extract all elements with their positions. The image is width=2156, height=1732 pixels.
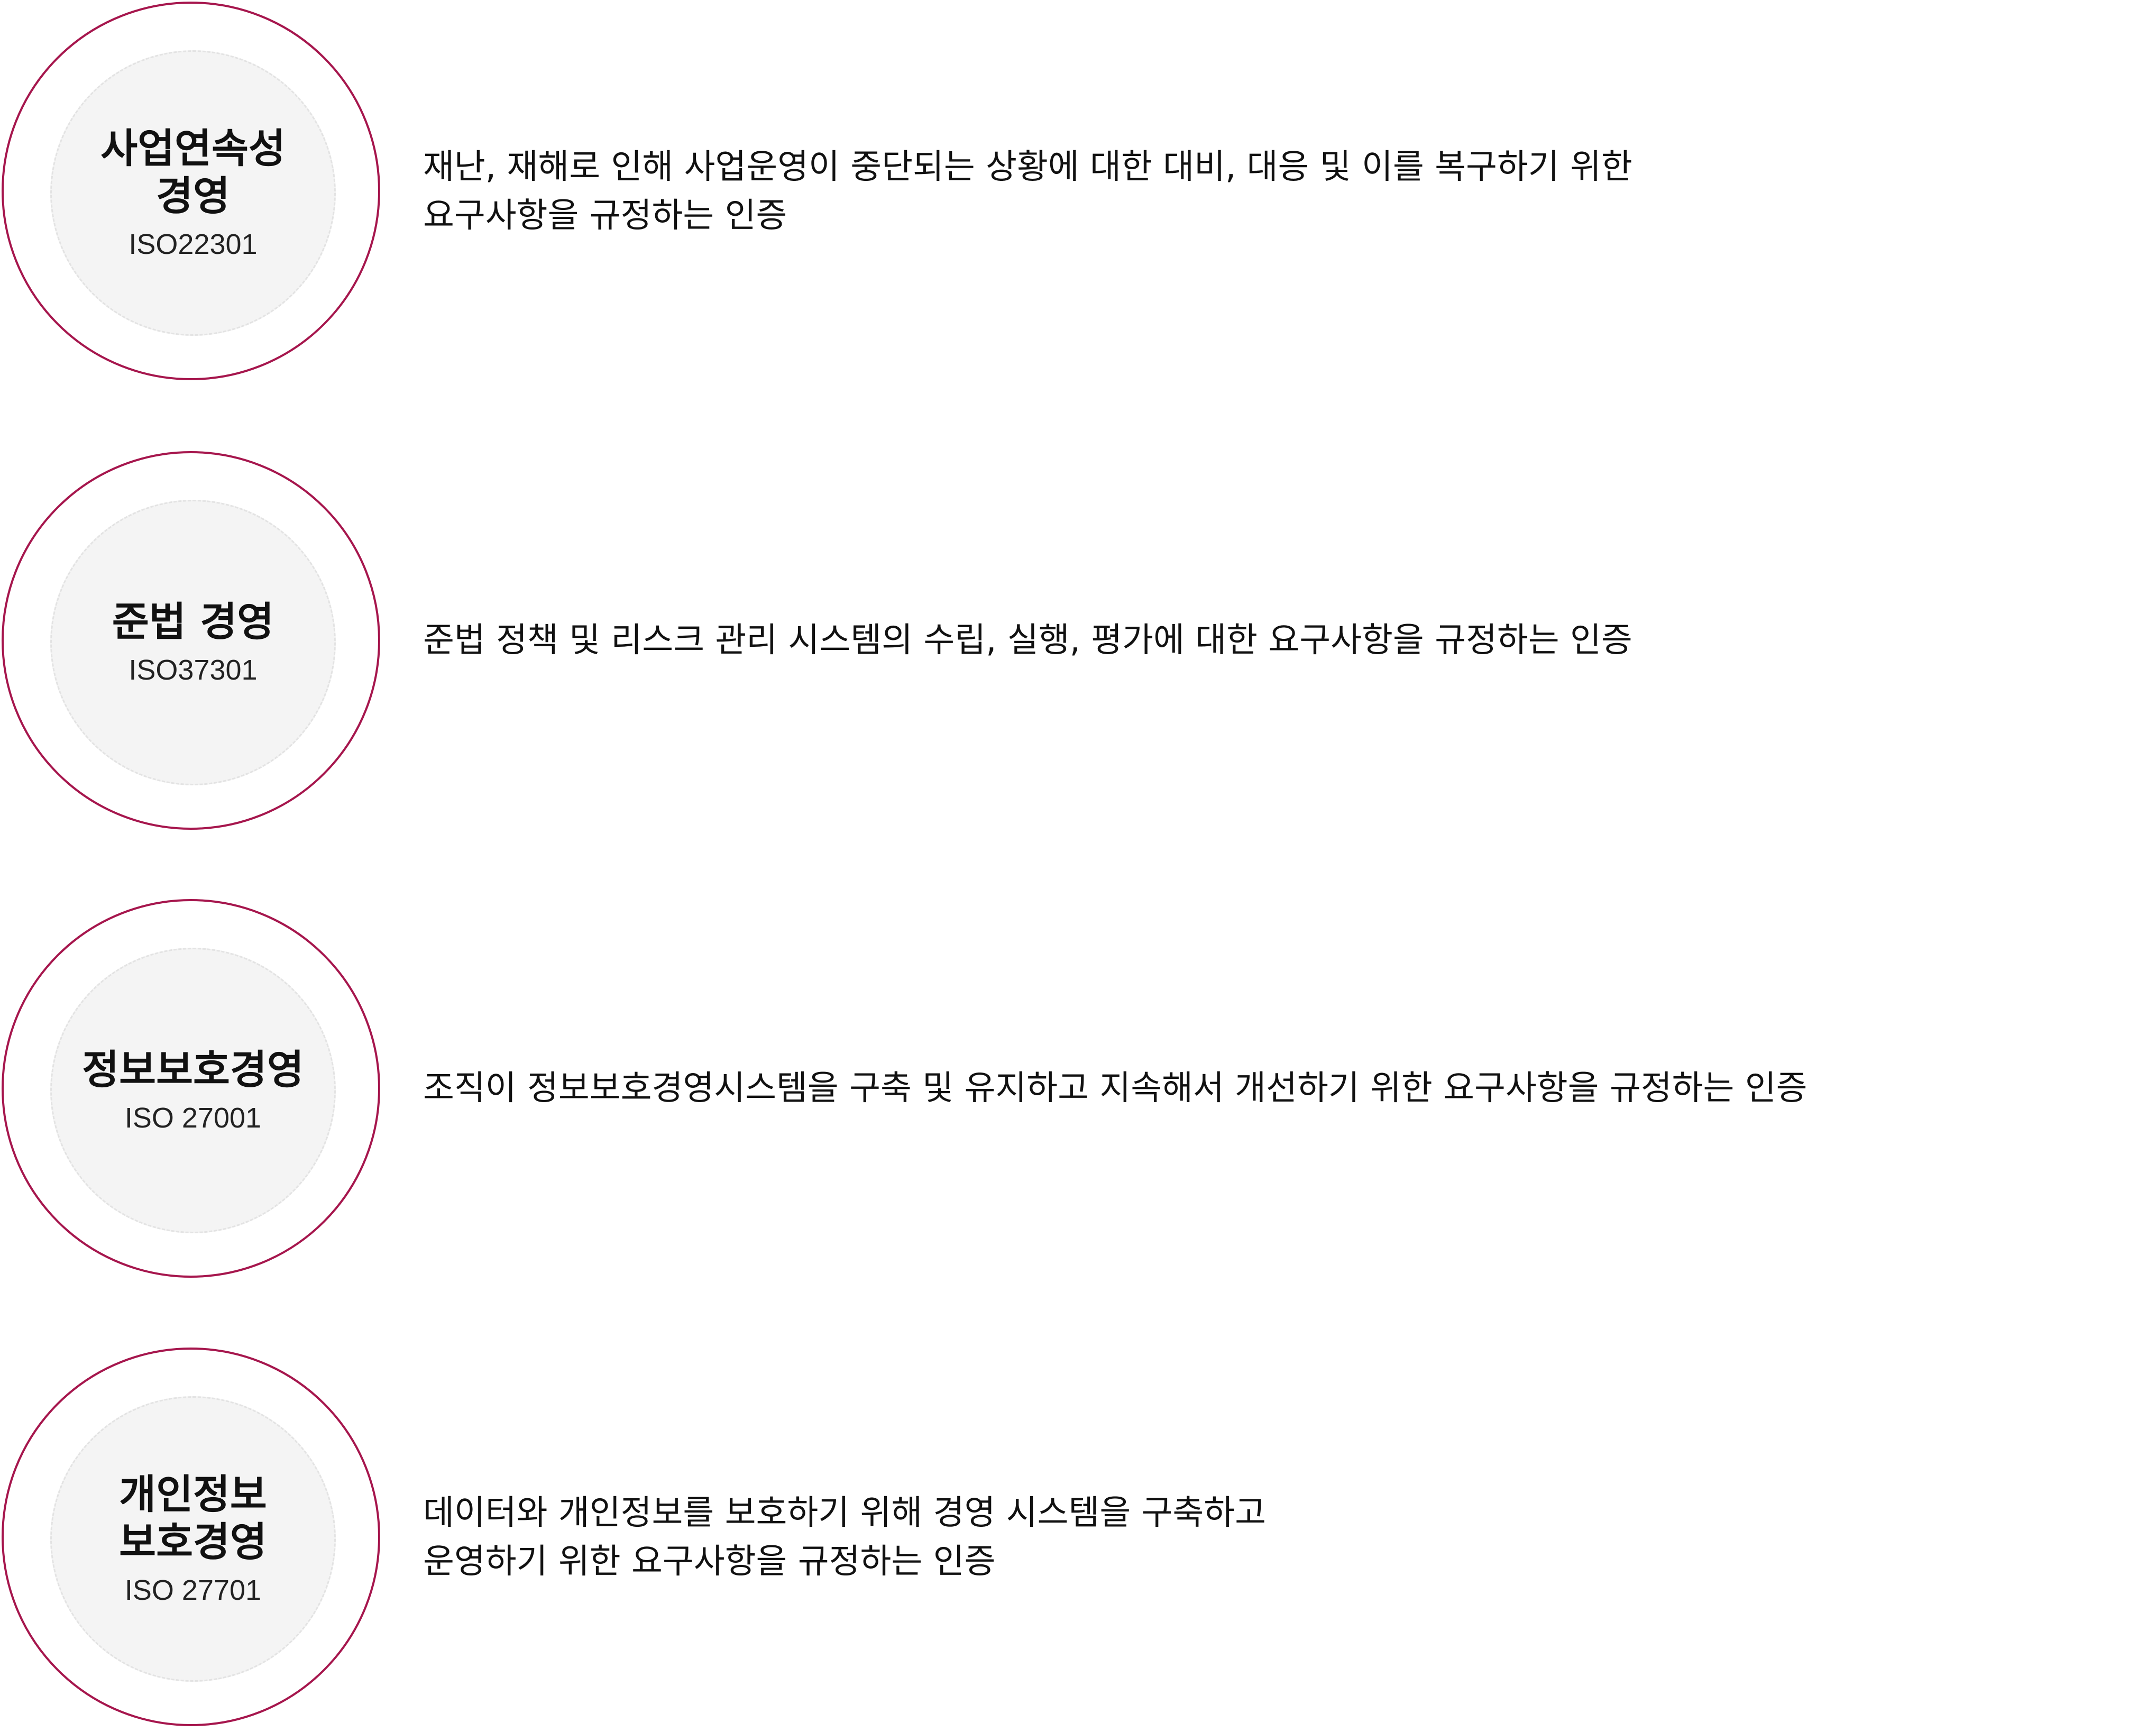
certification-item-compliance: 준법 경영 ISO37301 준법 정책 및 리스크 관리 시스템의 수립, 실…	[0, 450, 2156, 836]
certification-badge-ring: 사업연속성 경영 ISO22301	[2, 2, 380, 380]
certification-name-line: 보호경영	[119, 1518, 267, 1565]
certification-badge-disc: 사업연속성 경영 ISO22301	[50, 50, 336, 336]
certification-name: 개인정보 보호경영	[119, 1471, 267, 1566]
certification-description-line: 조직이 정보보호경영시스템을 구축 및 유지하고 지속해서 개선하기 위한 요구…	[423, 1069, 1808, 1108]
certification-name-line: 경영	[156, 172, 230, 219]
certification-name-line: 정보보호경영	[82, 1046, 304, 1093]
certification-code: ISO 27001	[124, 1102, 262, 1134]
certification-badge-disc: 개인정보 보호경영 ISO 27701	[50, 1396, 336, 1682]
certification-description: 재난, 재해로 인해 사업운영이 중단되는 상황에 대한 대비, 대응 및 이를…	[423, 143, 2089, 240]
certification-description: 준법 정책 및 리스크 관리 시스템의 수립, 실행, 평가에 대한 요구사항을…	[423, 616, 2089, 665]
certification-description-line: 데이터와 개인정보를 보호하기 위해 경영 시스템을 구축하고	[423, 1493, 1267, 1533]
certification-code: ISO22301	[129, 228, 258, 260]
certification-description: 데이터와 개인정보를 보호하기 위해 경영 시스템을 구축하고 운영하기 위한 …	[423, 1489, 2089, 1586]
certification-code: ISO 27701	[124, 1574, 262, 1606]
certification-item-information-security: 정보보호경영 ISO 27001 조직이 정보보호경영시스템을 구축 및 유지하…	[0, 897, 2156, 1284]
certification-code: ISO37301	[129, 654, 258, 686]
certification-item-privacy: 개인정보 보호경영 ISO 27701 데이터와 개인정보를 보호하기 위해 경…	[0, 1346, 2156, 1732]
certification-badge-ring: 정보보호경영 ISO 27001	[2, 899, 380, 1278]
certification-description-line: 운영하기 위한 요구사항을 규정하는 인증	[423, 1542, 996, 1581]
certification-description-line: 요구사항을 규정하는 인증	[423, 196, 787, 235]
certification-badge-disc: 정보보호경영 ISO 27001	[50, 948, 336, 1233]
certification-item-business-continuity: 사업연속성 경영 ISO22301 재난, 재해로 인해 사업운영이 중단되는 …	[0, 0, 2156, 386]
certification-badge-ring: 개인정보 보호경영 ISO 27701	[2, 1348, 380, 1726]
certification-name-line: 개인정보	[119, 1471, 267, 1518]
certification-description-line: 준법 정책 및 리스크 관리 시스템의 수립, 실행, 평가에 대한 요구사항을…	[423, 621, 1632, 660]
certification-name: 사업연속성 경영	[100, 125, 286, 220]
certification-description-line: 재난, 재해로 인해 사업운영이 중단되는 상황에 대한 대비, 대응 및 이를…	[423, 148, 1632, 187]
certification-badge-disc: 준법 경영 ISO37301	[50, 500, 336, 785]
certification-badge-ring: 준법 경영 ISO37301	[2, 451, 380, 830]
certification-name: 준법 경영	[112, 598, 274, 646]
certification-description: 조직이 정보보호경영시스템을 구축 및 유지하고 지속해서 개선하기 위한 요구…	[423, 1064, 2089, 1113]
certification-name-line: 사업연속성	[100, 125, 286, 172]
certification-name: 정보보호경영	[82, 1046, 304, 1094]
certification-name-line: 준법 경영	[112, 598, 274, 645]
